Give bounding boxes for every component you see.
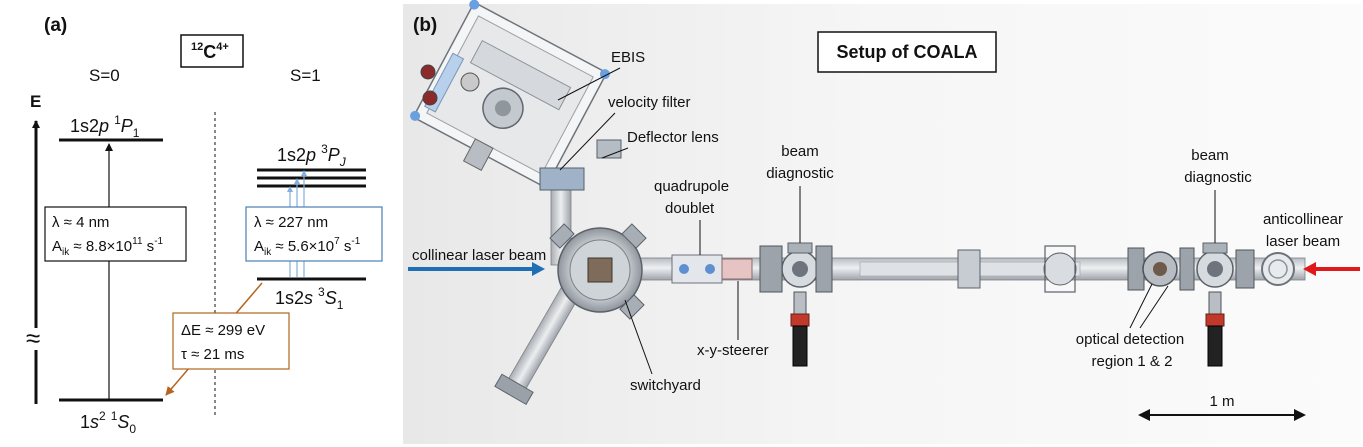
label-beam-diag-2a: beam: [1191, 147, 1229, 164]
setup-title: Setup of COALA: [837, 42, 978, 62]
velocity-filter-element: [539, 167, 585, 191]
label-anticollinear-1: anticollinear: [1263, 211, 1343, 228]
end-window: [1261, 252, 1295, 286]
label-quadrupole-1: quadrupole: [654, 178, 729, 195]
flange-1: [957, 249, 981, 289]
ion-label: 12C4+: [191, 41, 229, 62]
beam-diagnostic-1: [759, 242, 833, 367]
singlet-transition-box: [44, 206, 187, 262]
panel-a-tag: (a): [44, 15, 67, 36]
singlet-spin-label: S=0: [89, 66, 120, 85]
energy-axis-label: E: [30, 92, 41, 111]
label-optical-2: region 1 & 2: [1092, 353, 1173, 370]
axis-break-symbol: ≈: [26, 323, 40, 353]
label-beam-diag-1b: diagnostic: [766, 165, 834, 182]
label-upper-triplet: 1s2p 3PJ: [277, 142, 347, 169]
scale-arrowhead-right: [1294, 409, 1306, 421]
label-deflector-lens: Deflector lens: [627, 129, 719, 146]
label-collinear: collinear laser beam: [412, 247, 546, 264]
collinear-arrowhead: [532, 262, 545, 276]
anticollinear-arrowhead: [1303, 262, 1316, 276]
triplet-transition-box: [245, 206, 383, 262]
scale-label: 1 m: [1209, 393, 1234, 410]
label-velocity-filter: velocity filter: [608, 94, 691, 111]
triplet-spin-label: S=1: [290, 66, 321, 85]
metastable-energy: ΔE ≈ 299 eV: [181, 322, 265, 339]
leader-velocity-filter: [559, 112, 616, 171]
leader-optical-2: [1139, 285, 1169, 329]
label-ebis: EBIS: [611, 49, 645, 66]
leader-ebis: [557, 67, 621, 101]
label-steerer: x-y-steerer: [697, 342, 769, 359]
beam-diagnostic-2: [1196, 242, 1255, 367]
label-beam-diag-1a: beam: [781, 143, 819, 160]
scale-arrowhead-left: [1138, 409, 1150, 421]
switchyard-core: [587, 257, 613, 283]
metastable-box: [172, 312, 290, 370]
panel-a: (a) 12C4+ S=0 S=1 E ≈ 1s2p 1P1 1s2 1S0 λ…: [26, 15, 383, 436]
cross-1: [1043, 252, 1077, 286]
label-quadrupole-2: doublet: [665, 200, 715, 217]
leader-deflector: [601, 147, 629, 159]
label-upper-singlet: 1s2p 1P1: [70, 113, 140, 140]
leader-optical-1: [1129, 283, 1153, 329]
label-anticollinear-2: laser beam: [1266, 233, 1340, 250]
setup-title-box: [817, 31, 997, 73]
panel-b-tag: (b): [413, 15, 437, 36]
label-optical-1: optical detection: [1076, 331, 1184, 348]
metastable-lifetime: τ ≈ 21 ms: [181, 346, 244, 363]
ion-label-box: [180, 34, 244, 68]
singlet-wavelength: λ ≈ 4 nm: [52, 214, 109, 231]
lower-branch-pipe: [494, 269, 590, 406]
label-ground: 1s2 1S0: [80, 409, 136, 436]
label-switchyard: switchyard: [630, 377, 701, 394]
axis-break-mask: [26, 328, 48, 350]
steerer-element: [721, 258, 753, 280]
singlet-rate: Aik ≈ 8.8×1011 s-1: [52, 236, 164, 258]
triplet-rate: Aik ≈ 5.6×107 s-1: [254, 236, 361, 258]
panel-b: (b) Setup of COALA: [403, 0, 1361, 444]
label-lower-triplet: 1s2s 3S1: [275, 285, 344, 312]
label-beam-diag-2b: diagnostic: [1184, 169, 1252, 186]
optical-detection-regions: [1127, 247, 1195, 291]
ebis-module: [410, 0, 610, 191]
ebis-valves: [420, 64, 480, 106]
leader-switchyard: [624, 299, 653, 375]
triplet-wavelength: λ ≈ 227 nm: [254, 214, 328, 231]
